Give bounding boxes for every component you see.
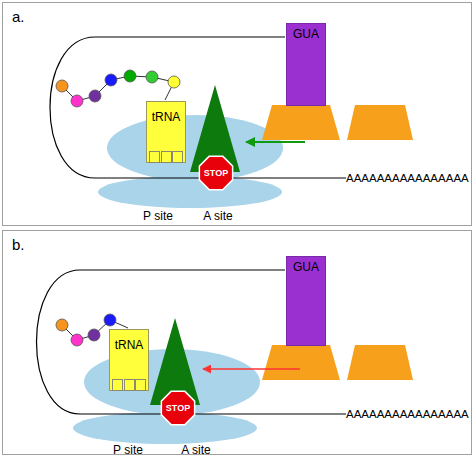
site-label: P site bbox=[113, 443, 143, 457]
pabp-protein bbox=[262, 105, 340, 140]
site-label: P site bbox=[143, 209, 173, 223]
anticodon-box bbox=[124, 379, 135, 391]
figure-panel: b. GUA tRNA STOP bbox=[2, 230, 472, 455]
trna-box: tRNA bbox=[109, 329, 149, 391]
protein-bar: GUA bbox=[286, 256, 326, 346]
panel-letter: b. bbox=[12, 236, 25, 253]
node-label: GUA bbox=[287, 257, 325, 274]
node-label: STOP bbox=[197, 154, 235, 192]
pabp-protein bbox=[347, 105, 413, 140]
site-label: A site bbox=[181, 443, 210, 457]
amino-acid bbox=[71, 95, 83, 107]
anticodon-box bbox=[172, 151, 183, 163]
amino-acid bbox=[124, 70, 136, 82]
node-label: tRNA bbox=[110, 330, 148, 352]
panel-letter: a. bbox=[12, 8, 25, 25]
node-label: STOP bbox=[159, 389, 197, 427]
amino-acid bbox=[56, 80, 68, 92]
anticodon-box bbox=[135, 379, 146, 391]
figure-panel: a. GUA tRNA STOP bbox=[2, 2, 472, 226]
anticodon-box bbox=[161, 151, 172, 163]
polya-tail: AAAAAAAAAAAAAAAA bbox=[346, 408, 469, 420]
pabp-protein bbox=[347, 345, 413, 380]
stop-octagon: STOP bbox=[159, 389, 197, 427]
pabp-protein bbox=[262, 345, 340, 380]
trna-box: tRNA bbox=[146, 101, 186, 163]
stop-octagon: STOP bbox=[197, 154, 235, 192]
amino-acid bbox=[89, 90, 101, 102]
site-label: A site bbox=[203, 209, 232, 223]
amino-acid bbox=[71, 334, 83, 346]
polya-tail: AAAAAAAAAAAAAAAA bbox=[346, 172, 469, 184]
node-label: tRNA bbox=[147, 102, 185, 124]
amino-acid bbox=[56, 319, 68, 331]
protein-bar: GUA bbox=[286, 23, 326, 106]
amino-acid bbox=[88, 329, 100, 341]
interaction-arrow bbox=[203, 368, 300, 370]
interaction-arrow bbox=[246, 141, 305, 143]
amino-acid bbox=[105, 74, 117, 86]
anticodon-box bbox=[112, 379, 123, 391]
node-label: GUA bbox=[287, 24, 325, 41]
amino-acid bbox=[168, 76, 180, 88]
amino-acid bbox=[104, 314, 116, 326]
amino-acid bbox=[146, 71, 158, 83]
anticodon-box bbox=[149, 151, 160, 163]
